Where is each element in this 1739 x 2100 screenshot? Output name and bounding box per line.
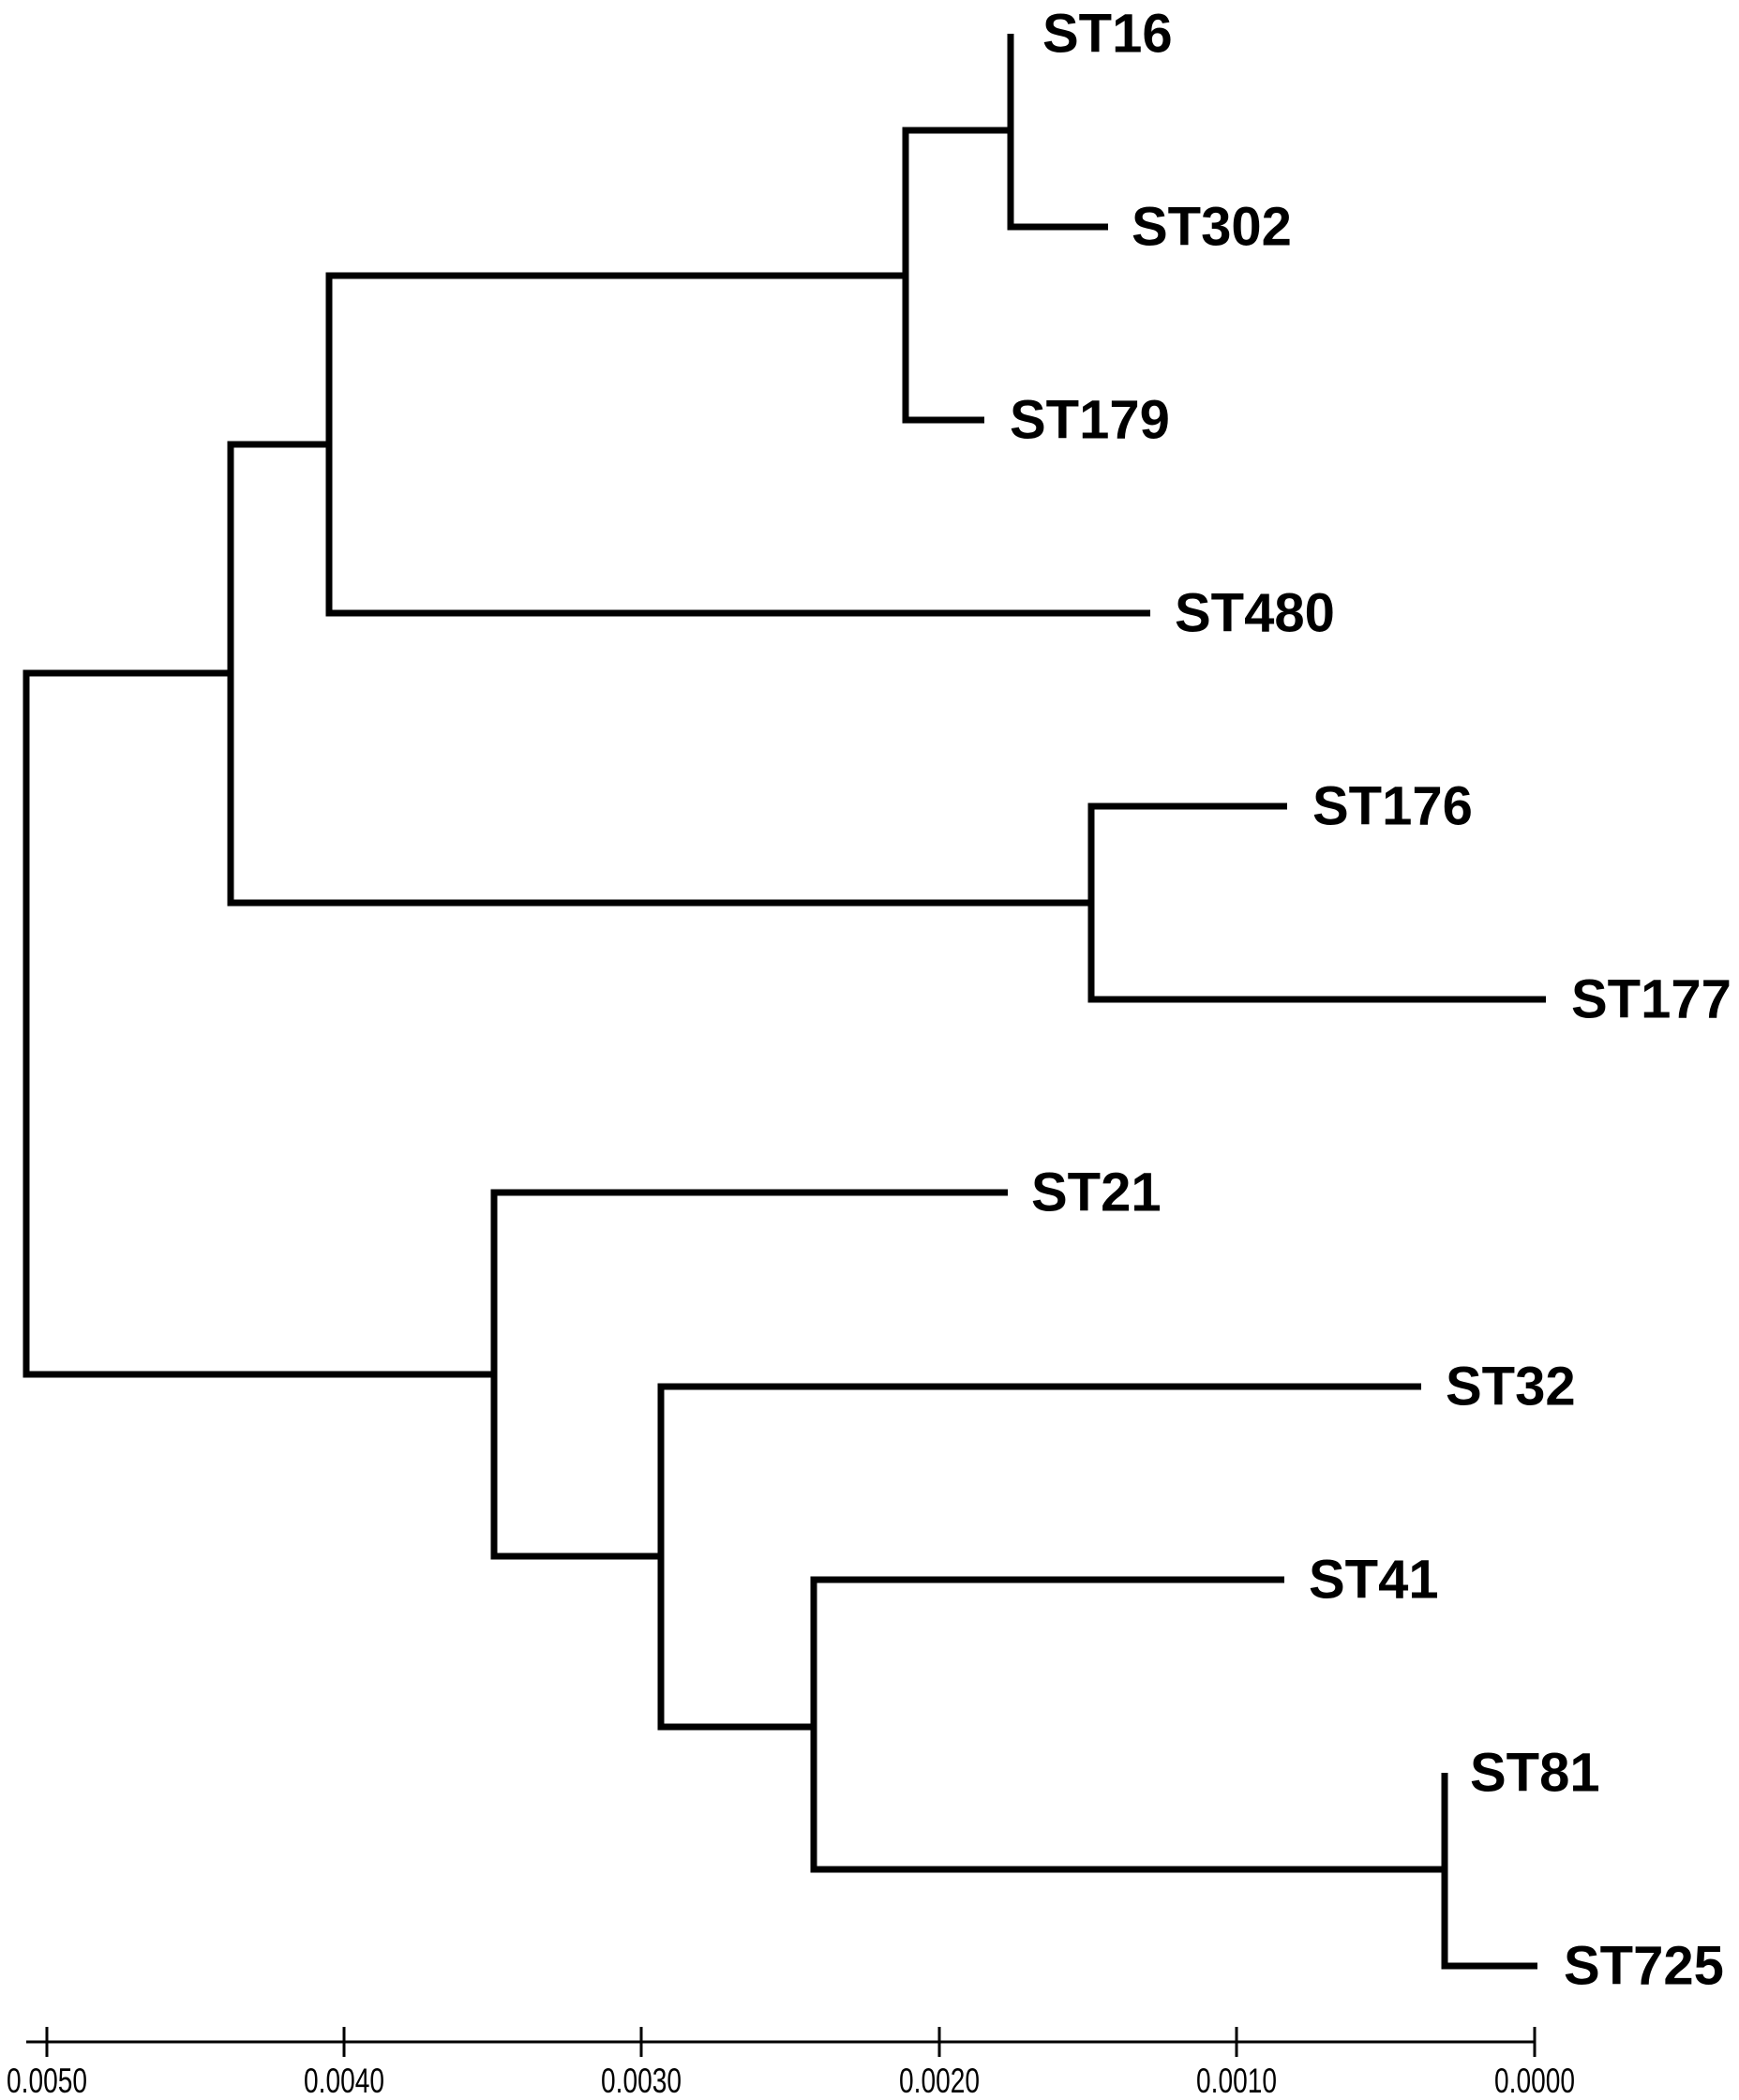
clade-upper-join	[227, 441, 1091, 907]
scale-label-0000: 0.0000	[1494, 2062, 1575, 2100]
tree-branches	[22, 34, 1546, 1970]
scale-label-0040: 0.0040	[304, 2062, 384, 2100]
tip-label-st41: ST41	[1309, 1550, 1439, 1611]
tip-label-st81: ST81	[1470, 1743, 1600, 1804]
tip-label-st32: ST32	[1446, 1357, 1576, 1418]
scale-label-0030: 0.0030	[601, 2062, 682, 2100]
scale-axis: 0.0050 0.0040 0.0030 0.0020 0.0010 0.000…	[7, 2027, 1575, 2100]
clade-st16-st302	[1007, 34, 1108, 231]
clade-st41-group	[810, 1576, 1445, 1873]
clade-st32-group	[657, 1383, 1421, 1731]
tip-label-st302: ST302	[1132, 197, 1292, 258]
clade-st16-st302-st179	[902, 127, 1011, 424]
clade-st21-group	[490, 1189, 1008, 1560]
clade-st81-st725	[1441, 1773, 1537, 1970]
tip-label-st480: ST480	[1175, 583, 1335, 644]
scale-label-0050: 0.0050	[7, 2062, 87, 2100]
scale-label-0010: 0.0010	[1196, 2062, 1277, 2100]
scale-label-0020: 0.0020	[899, 2062, 980, 2100]
tip-label-st21: ST21	[1031, 1162, 1162, 1223]
tip-labels: ST16 ST302 ST179 ST480 ST176 ST177 ST21 …	[1010, 4, 1732, 1997]
tip-label-st725: ST725	[1564, 1936, 1724, 1997]
tip-label-st16: ST16	[1042, 4, 1173, 65]
root-node	[22, 669, 494, 1378]
tip-label-st179: ST179	[1010, 390, 1170, 451]
clade-st176-st177	[1087, 802, 1546, 1003]
tip-label-st176: ST176	[1312, 776, 1473, 837]
tip-label-st177: ST177	[1571, 969, 1732, 1030]
